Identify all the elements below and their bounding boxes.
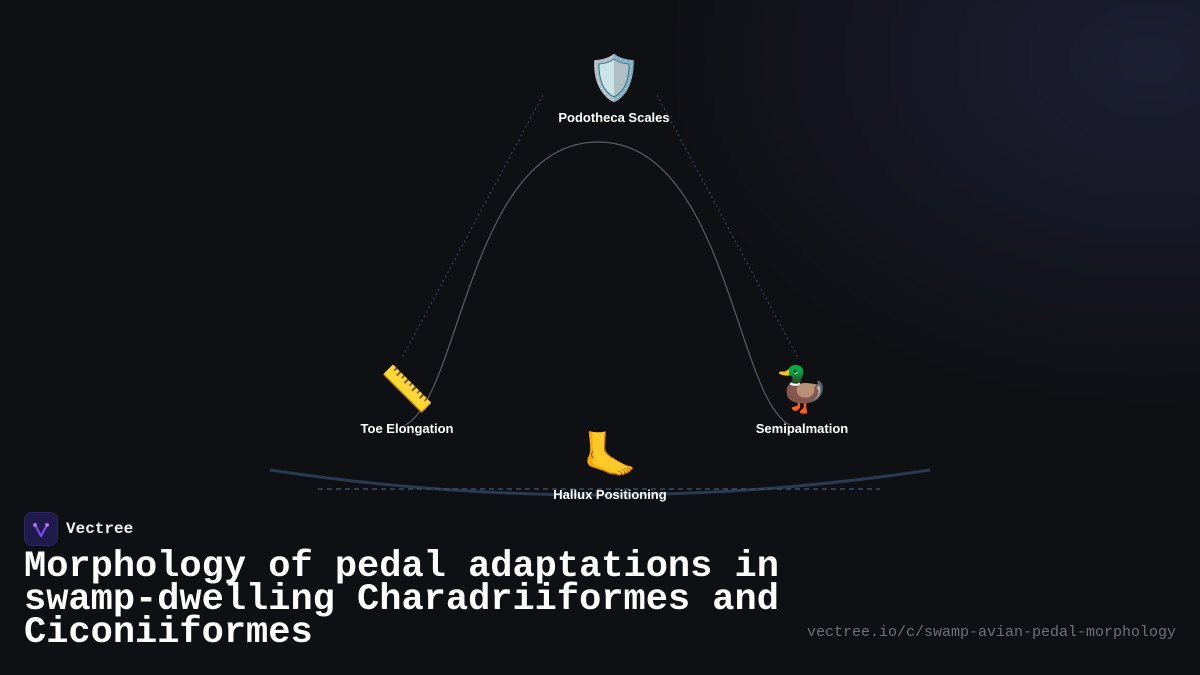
node-toe-elongation: 📏 Toe Elongation [317,364,497,437]
connector-podotheca-toe-elongation [401,94,544,359]
vectree-logo-icon [24,512,58,546]
node-podotheca-scales: 🛡️ Podotheca Scales [524,53,704,126]
page-title: Morphology of pedal adaptations in swamp… [24,546,779,654]
duck-icon: 🦆 [774,364,830,415]
node-label-semipalmation: Semipalmation [755,421,849,436]
node-label-podotheca-scales: Podotheca Scales [558,110,670,125]
ruler-icon: 📏 [379,364,435,415]
bell-curve [404,141,791,426]
node-semipalmation: 🦆 Semipalmation [712,364,892,437]
foot-icon: 🦶 [582,430,638,481]
node-hallux-positioning: 🦶 Hallux Positioning [520,430,700,503]
page-url[interactable]: vectree.io/c/swamp-avian-pedal-morpholog… [806,624,1176,641]
shield-icon: 🛡️ [586,53,642,104]
ground-curve [269,468,931,497]
connector-podotheca-semipalmation [656,94,799,359]
node-label-hallux-positioning: Hallux Positioning [553,487,667,502]
brand-name: Vectree [66,520,134,538]
brand[interactable]: Vectree [24,512,133,546]
node-label-toe-elongation: Toe Elongation [360,421,454,436]
